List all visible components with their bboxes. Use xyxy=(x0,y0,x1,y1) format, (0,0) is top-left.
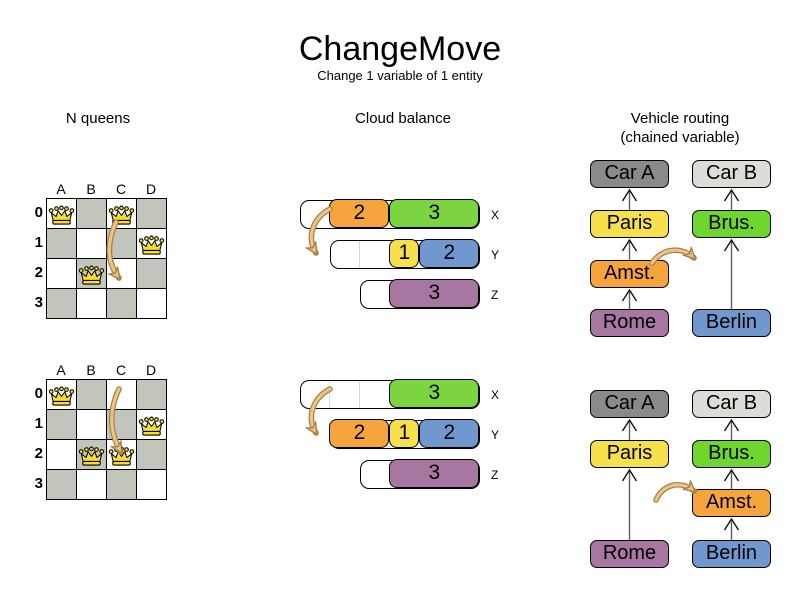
vehicle-box-before-paris: Paris xyxy=(590,210,669,238)
board-col-label: D xyxy=(145,362,157,378)
board-row-label: 2 xyxy=(34,445,43,462)
nqueens-board-before: A B C D 0 1 2 3 xyxy=(28,181,173,326)
process-block: 1 xyxy=(389,419,420,449)
vehicle-box-before-amst: Amst. xyxy=(590,260,669,288)
board-col-label: C xyxy=(115,362,127,378)
board-cell xyxy=(46,469,77,500)
vehicle-box-before-carb: Car B xyxy=(692,160,771,188)
queen-icon xyxy=(48,205,75,226)
cloud-balance-header: Cloud balance xyxy=(355,110,451,127)
board-col-label: A xyxy=(56,181,66,197)
slot-divider xyxy=(359,241,360,268)
vehicle-box-after-rome: Rome xyxy=(590,540,669,568)
process-block: 3 xyxy=(389,279,480,309)
vehicle-box-after-carb: Car B xyxy=(692,390,771,418)
computer-bar-after-z: 3 xyxy=(360,459,480,489)
nqueens-board-after: A B C D 0 1 2 3 xyxy=(28,362,173,507)
queen-icon xyxy=(138,416,165,437)
computer-label: Y xyxy=(491,248,500,262)
process-block: 2 xyxy=(419,419,480,449)
board-col-label: B xyxy=(86,181,96,197)
vehicle-box-after-paris: Paris xyxy=(590,440,669,468)
board-row-label: 2 xyxy=(34,264,43,281)
process-block: 1 xyxy=(389,239,420,269)
board-col-label: A xyxy=(56,362,66,378)
vehicle-box-before-berlin: Berlin xyxy=(692,309,771,337)
computer-label: X xyxy=(491,388,500,402)
process-block: 2 xyxy=(419,239,480,269)
board-row-label: 3 xyxy=(34,294,43,311)
vehicle-routing-header-line2: (chained variable) xyxy=(620,129,740,146)
computer-label: Y xyxy=(491,428,500,442)
nqueens-header: N queens xyxy=(65,110,131,127)
board-cell xyxy=(106,469,137,500)
computer-label: Z xyxy=(491,288,499,302)
process-block: 3 xyxy=(389,379,480,409)
vehicle-box-after-cara: Car A xyxy=(590,390,669,418)
process-block: 2 xyxy=(329,419,390,449)
vehicle-box-before-rome: Rome xyxy=(590,309,669,337)
vehicle-box-after-amst: Amst. xyxy=(692,489,771,517)
board-cell xyxy=(136,469,167,500)
board-row-label: 3 xyxy=(34,475,43,492)
slot-divider xyxy=(359,381,360,408)
board-cell xyxy=(46,409,77,440)
board-row-label: 1 xyxy=(34,234,43,251)
computer-label: Z xyxy=(491,468,499,482)
process-block: 2 xyxy=(329,199,390,229)
diagram-title: ChangeMove xyxy=(298,30,502,68)
board-cell xyxy=(136,439,167,470)
vehicle-box-before-cara: Car A xyxy=(590,160,669,188)
vehicle-routing-header-line1: Vehicle routing xyxy=(630,110,730,127)
queen-icon xyxy=(48,386,75,407)
board-col-label: C xyxy=(115,181,127,197)
vehicle-box-after-berlin: Berlin xyxy=(692,540,771,568)
board-col-label: D xyxy=(145,181,157,197)
board-cell xyxy=(76,288,107,319)
computer-label: X xyxy=(491,208,500,222)
board-cell xyxy=(136,288,167,319)
board-row-label: 0 xyxy=(34,385,43,402)
vehicle-box-after-brus: Brus. xyxy=(692,440,771,468)
diagram-subtitle: Change 1 variable of 1 entity xyxy=(317,68,483,83)
board-cell xyxy=(136,379,167,410)
queen-icon xyxy=(78,446,105,467)
board-cell xyxy=(46,288,77,319)
process-block: 3 xyxy=(389,459,480,489)
board-cell xyxy=(136,198,167,229)
process-block: 3 xyxy=(389,199,480,229)
board-row-label: 1 xyxy=(34,415,43,432)
queen-icon xyxy=(138,235,165,256)
board-col-label: B xyxy=(86,362,96,378)
vehicle-box-before-brus: Brus. xyxy=(692,210,771,238)
queen-icon xyxy=(78,265,105,286)
computer-bar-before-z: 3 xyxy=(360,279,480,309)
board-row-label: 0 xyxy=(34,204,43,221)
vehicle-routing-header: Vehicle routing (chained variable) xyxy=(580,109,780,147)
